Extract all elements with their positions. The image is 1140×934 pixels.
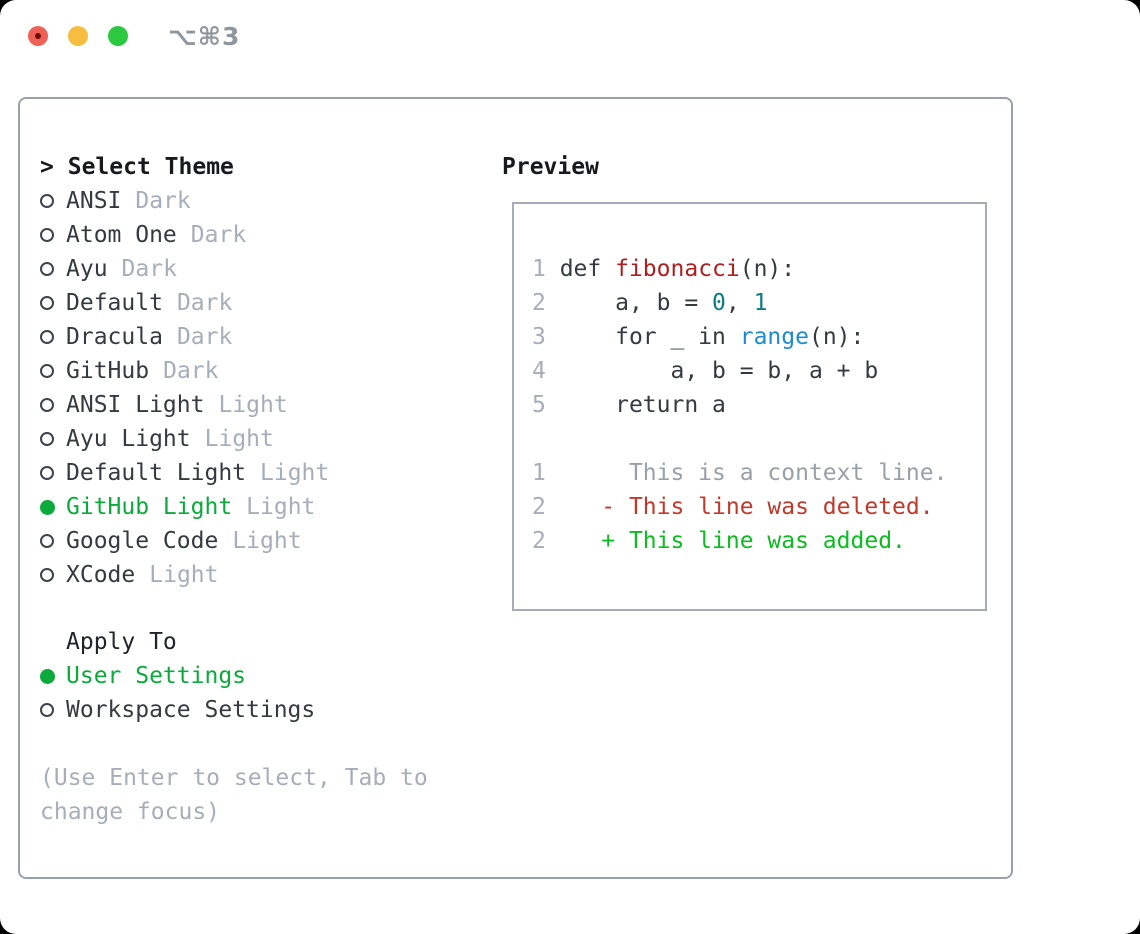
minimize-button[interactable] (68, 26, 88, 46)
theme-option[interactable]: Default Dark (40, 286, 490, 320)
radio-icon (40, 330, 54, 344)
theme-name: Default Light (66, 460, 247, 486)
theme-option[interactable]: Default Light Light (40, 456, 490, 490)
theme-option[interactable]: GitHub Dark (40, 354, 490, 388)
radio-icon (40, 703, 54, 717)
spacer (40, 727, 490, 761)
theme-name: Atom One (66, 222, 177, 248)
theme-variant-tag: Dark (135, 188, 191, 214)
theme-name: ANSI Light (66, 392, 205, 418)
code-preview: 1 def fibonacci(n): 2 a, b = 0, 1 3 for … (532, 256, 948, 554)
theme-option[interactable]: ANSI Light Light (40, 388, 490, 422)
theme-name: Ayu Light (66, 426, 191, 452)
theme-variant-tag: Dark (176, 324, 233, 350)
theme-name: ANSI (66, 188, 122, 214)
theme-name: Google Code (66, 528, 219, 554)
radio-icon (40, 568, 54, 582)
theme-variant-tag: Dark (176, 290, 233, 316)
theme-variant-tag: Dark (190, 222, 247, 248)
theme-name: Default (66, 290, 163, 316)
theme-variant-tag: Light (246, 494, 316, 520)
theme-variant-tag: Light (260, 460, 330, 486)
select-theme-header: > Select Theme (40, 150, 490, 184)
theme-variant-tag: Light (232, 528, 302, 554)
radio-selected-icon (40, 499, 55, 515)
theme-option[interactable]: GitHub Light Light (40, 490, 490, 524)
theme-option[interactable]: ANSI Dark (40, 184, 490, 218)
radio-icon (40, 228, 54, 242)
theme-variant-tag: Light (149, 562, 219, 588)
theme-option[interactable]: Atom One Dark (40, 218, 490, 252)
apply-to-name: User Settings (66, 663, 247, 689)
apply-to-name: Workspace Settings (66, 697, 316, 723)
theme-option[interactable]: Dracula Dark (40, 320, 490, 354)
spacer (40, 592, 490, 625)
radio-icon (40, 194, 54, 208)
radio-icon (40, 398, 54, 412)
theme-name: XCode (66, 562, 136, 588)
focus-caret-icon: > (40, 154, 54, 180)
theme-name: GitHub (66, 358, 150, 384)
theme-name: Dracula (66, 324, 163, 350)
apply-to-option[interactable]: User Settings (40, 659, 490, 693)
theme-variant-tag: Light (218, 392, 288, 418)
theme-option[interactable]: Google Code Light (40, 524, 490, 558)
radio-icon (40, 364, 54, 378)
theme-option[interactable]: Ayu Light Light (40, 422, 490, 456)
theme-name: GitHub Light (66, 494, 233, 520)
close-dot-icon (35, 33, 41, 39)
theme-option[interactable]: Ayu Dark (40, 252, 490, 286)
preview-box: 1 def fibonacci(n): 2 a, b = 0, 1 3 for … (512, 202, 987, 611)
apply-to-option[interactable]: Workspace Settings (40, 693, 490, 727)
close-button[interactable] (28, 26, 48, 46)
theme-variant-tag: Dark (121, 256, 177, 282)
radio-icon (40, 534, 54, 548)
theme-name: Ayu (66, 256, 108, 282)
theme-variant-tag: Dark (163, 358, 219, 384)
radio-icon (40, 296, 54, 310)
radio-icon (40, 262, 54, 276)
theme-variant-tag: Light (204, 426, 274, 452)
preview-header: Preview (502, 154, 599, 180)
apply-to-header: Apply To (66, 629, 177, 655)
radio-icon (40, 466, 54, 480)
theme-option[interactable]: XCode Light (40, 558, 490, 592)
titlebar: ⌥⌘3 (0, 0, 1140, 72)
keyboard-hint: (Use Enter to select, Tab to change focu… (40, 765, 428, 825)
window-title: ⌥⌘3 (168, 22, 241, 51)
select-theme-title: Select Theme (67, 154, 234, 180)
maximize-button[interactable] (108, 26, 128, 46)
radio-icon (40, 432, 54, 446)
radio-selected-icon (40, 668, 55, 684)
